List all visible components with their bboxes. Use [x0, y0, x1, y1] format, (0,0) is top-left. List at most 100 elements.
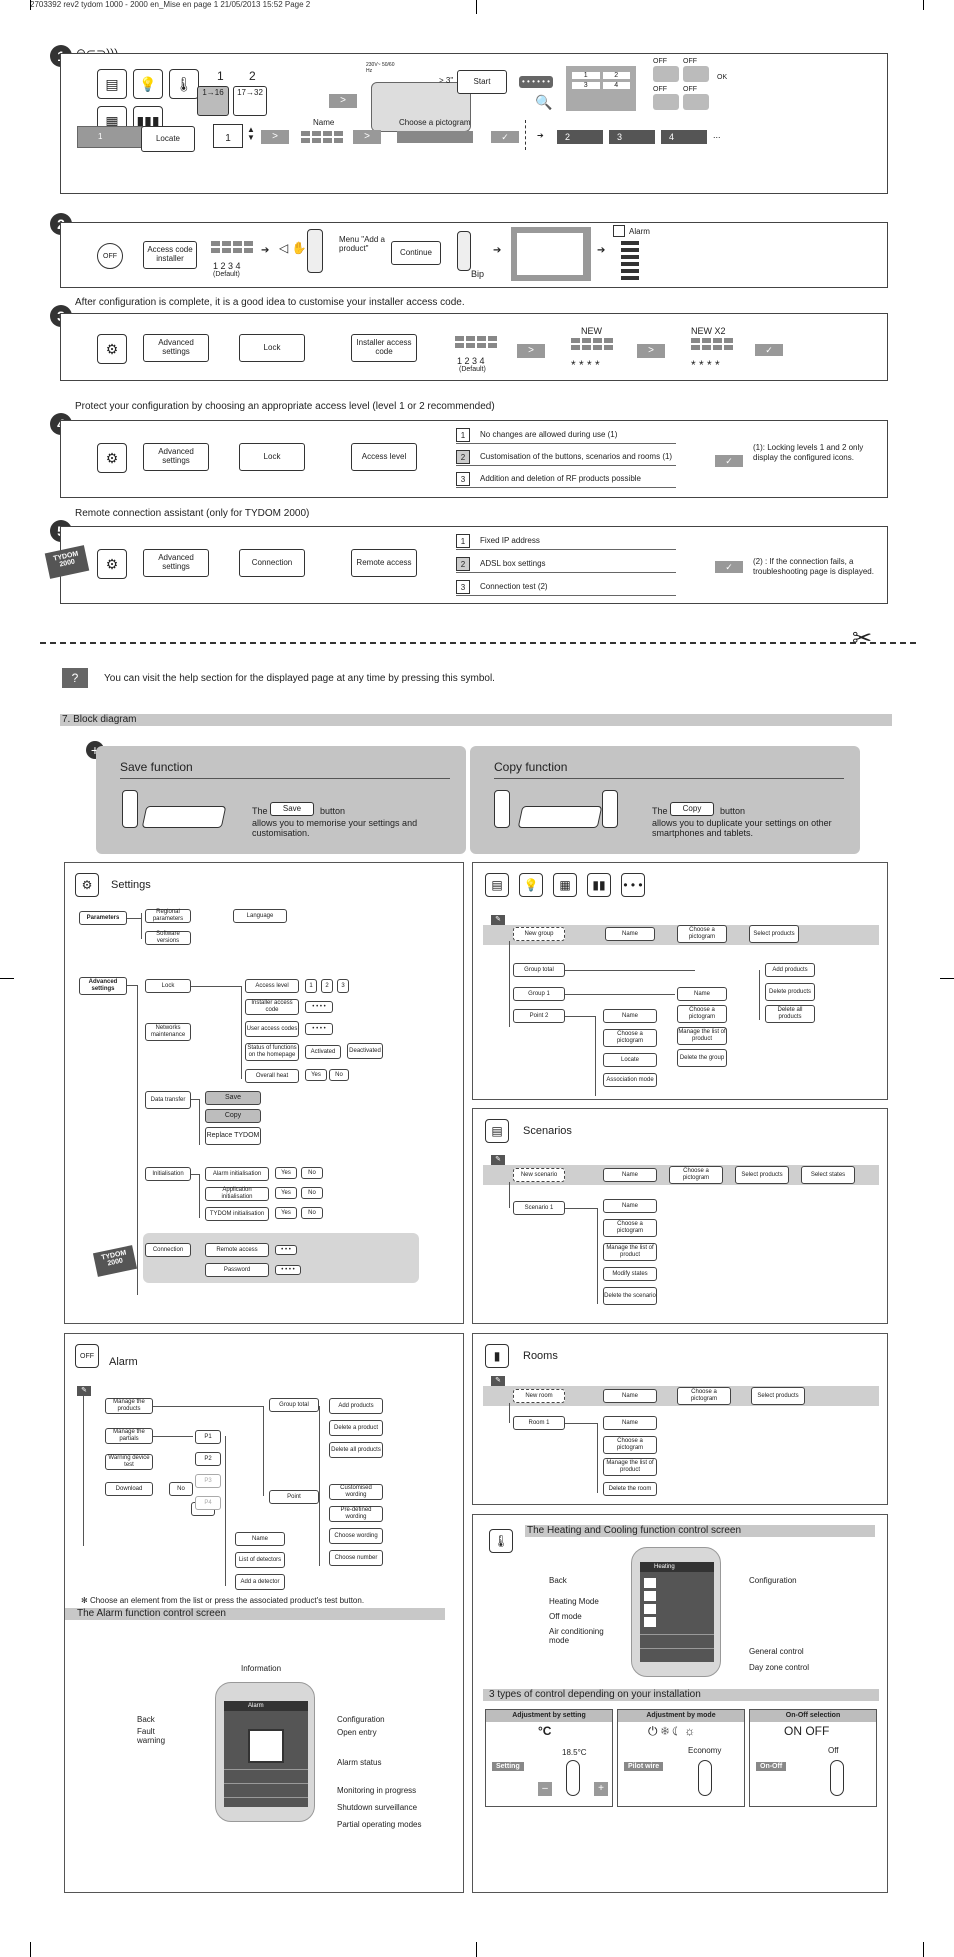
- modify-states-node[interactable]: Modify states: [603, 1267, 657, 1281]
- pencil-icon[interactable]: ✎: [77, 1386, 91, 1396]
- more-icon[interactable]: • • •: [621, 873, 645, 897]
- parameters-node[interactable]: Parameters: [79, 911, 127, 925]
- delete-all-products-node[interactable]: Delete all products: [765, 1005, 815, 1023]
- name-node[interactable]: Name: [677, 987, 727, 1001]
- garage-icon[interactable]: ▦: [553, 873, 577, 897]
- no-option[interactable]: No: [301, 1187, 323, 1199]
- no-option[interactable]: No: [169, 1482, 193, 1496]
- code-dots[interactable]: • • • •: [305, 1023, 333, 1035]
- code-dots[interactable]: • • • •: [305, 1001, 333, 1013]
- group-1-node[interactable]: Group 1: [513, 987, 565, 1001]
- access-level-node[interactable]: Access level: [245, 979, 299, 993]
- pencil-icon[interactable]: ✎: [491, 915, 505, 925]
- mode-buttons[interactable]: [644, 1578, 656, 1628]
- data-transfer-node[interactable]: Data transfer: [145, 1091, 191, 1109]
- group-total-node[interactable]: Group total: [269, 1398, 319, 1412]
- gear-icon[interactable]: ⚙: [75, 873, 99, 897]
- level-option[interactable]: 3: [337, 979, 349, 993]
- no-option[interactable]: No: [301, 1167, 323, 1179]
- page-chip[interactable]: 3: [609, 130, 655, 144]
- code-dots[interactable]: • • • •: [275, 1265, 301, 1275]
- copy-node[interactable]: Copy: [205, 1109, 261, 1123]
- manage-partials-node[interactable]: Manage the partials: [105, 1428, 153, 1444]
- point-2-node[interactable]: Point 2: [513, 1009, 565, 1023]
- yes-option[interactable]: Yes: [275, 1167, 297, 1179]
- bulb-icon[interactable]: 💡: [519, 873, 543, 897]
- name-node[interactable]: Name: [235, 1532, 285, 1546]
- save-button[interactable]: Save: [270, 802, 314, 816]
- confirm-check[interactable]: ✓: [755, 344, 783, 356]
- select-states-node[interactable]: Select states: [801, 1166, 855, 1184]
- mode-row[interactable]: [224, 1797, 308, 1807]
- user-access-codes-node[interactable]: User access codes: [245, 1021, 299, 1037]
- installer-access-code-button[interactable]: Installer access code: [351, 334, 417, 362]
- thermometer-icon[interactable]: 🌡: [169, 69, 199, 99]
- delete-group-node[interactable]: Delete the group: [677, 1049, 727, 1067]
- new-room-node[interactable]: New room: [513, 1389, 565, 1403]
- gear-icon[interactable]: ⚙: [97, 443, 127, 473]
- yes-option[interactable]: Yes: [275, 1187, 297, 1199]
- download-node[interactable]: Download: [105, 1482, 153, 1496]
- select-products-node[interactable]: Select products: [751, 1387, 805, 1405]
- start-button[interactable]: Start: [457, 70, 507, 94]
- range-1-16-button[interactable]: 1→16: [197, 86, 229, 116]
- point-node[interactable]: Point: [269, 1490, 319, 1504]
- grid-cell[interactable]: 4: [602, 82, 630, 89]
- grid-cell[interactable]: 2: [602, 72, 630, 79]
- name-node[interactable]: Name: [603, 1416, 657, 1430]
- shutter-icon[interactable]: ▤: [97, 69, 127, 99]
- initialisation-node[interactable]: Initialisation: [145, 1167, 191, 1181]
- code-keypad[interactable]: [571, 338, 613, 350]
- replace-tydom-node[interactable]: Replace TYDOM: [205, 1127, 261, 1145]
- code-dots[interactable]: • • •: [275, 1245, 297, 1255]
- password-node[interactable]: Password: [205, 1263, 269, 1277]
- language-node[interactable]: Language: [233, 909, 287, 923]
- pictogram-selector[interactable]: [397, 131, 473, 143]
- list-of-detectors-node[interactable]: List of detectors: [235, 1552, 285, 1568]
- page-chip[interactable]: 4: [661, 130, 707, 144]
- off-icon[interactable]: OFF: [97, 243, 123, 269]
- gear-icon[interactable]: ⚙: [97, 549, 127, 579]
- level-option[interactable]: 1: [305, 979, 317, 993]
- day-zone-row[interactable]: [640, 1648, 714, 1660]
- level-option[interactable]: 2: [321, 979, 333, 993]
- grid-cell[interactable]: 1: [572, 72, 600, 79]
- select-products-node[interactable]: Select products: [749, 925, 799, 943]
- manage-list-node[interactable]: Manage the list of product: [677, 1027, 727, 1045]
- name-node[interactable]: Name: [603, 1168, 657, 1182]
- choose-number-node[interactable]: Choose number: [329, 1550, 383, 1566]
- access-code-installer-button[interactable]: Access code installer: [143, 241, 197, 269]
- meter-icon[interactable]: ▮▮: [587, 873, 611, 897]
- confirm-check[interactable]: ✓: [715, 561, 743, 573]
- software-versions-node[interactable]: Software versions: [145, 931, 191, 945]
- association-mode-node[interactable]: Association mode: [603, 1073, 657, 1087]
- access-level-button[interactable]: Access level: [351, 443, 417, 471]
- manage-list-node[interactable]: Manage the list of product: [603, 1243, 657, 1261]
- predefined-wording-node[interactable]: Pre-defined wording: [329, 1506, 383, 1522]
- continue-button[interactable]: Continue: [391, 241, 441, 265]
- installer-access-code-node[interactable]: Installer access code: [245, 999, 299, 1015]
- code-keypad[interactable]: [691, 338, 733, 350]
- general-control-row[interactable]: [640, 1634, 714, 1646]
- status-of-functions-node[interactable]: Status of functions on the homepage: [245, 1043, 299, 1061]
- add-detector-node[interactable]: Add a detector: [235, 1574, 285, 1590]
- scenario-icon[interactable]: ▤: [485, 1119, 509, 1143]
- partial-p1[interactable]: P1: [195, 1430, 221, 1444]
- lock-node[interactable]: Lock: [145, 979, 191, 993]
- choose-pictogram-node[interactable]: Choose a pictogram: [603, 1436, 657, 1454]
- name-keypad[interactable]: [301, 131, 343, 143]
- select-products-node[interactable]: Select products: [735, 1166, 789, 1184]
- bulb-icon[interactable]: 💡: [133, 69, 163, 99]
- pencil-icon[interactable]: ✎: [491, 1376, 505, 1386]
- name-node[interactable]: Name: [603, 1199, 657, 1213]
- choose-pictogram-node[interactable]: Choose a pictogram: [603, 1029, 657, 1047]
- name-node[interactable]: Name: [603, 1009, 657, 1023]
- choose-wording-node[interactable]: Choose wording: [329, 1528, 383, 1544]
- connection-button[interactable]: Connection: [239, 549, 305, 577]
- onoff-button[interactable]: On-Off: [756, 1762, 787, 1771]
- name-node[interactable]: Name: [603, 1389, 657, 1403]
- delete-room-node[interactable]: Delete the room: [603, 1482, 657, 1496]
